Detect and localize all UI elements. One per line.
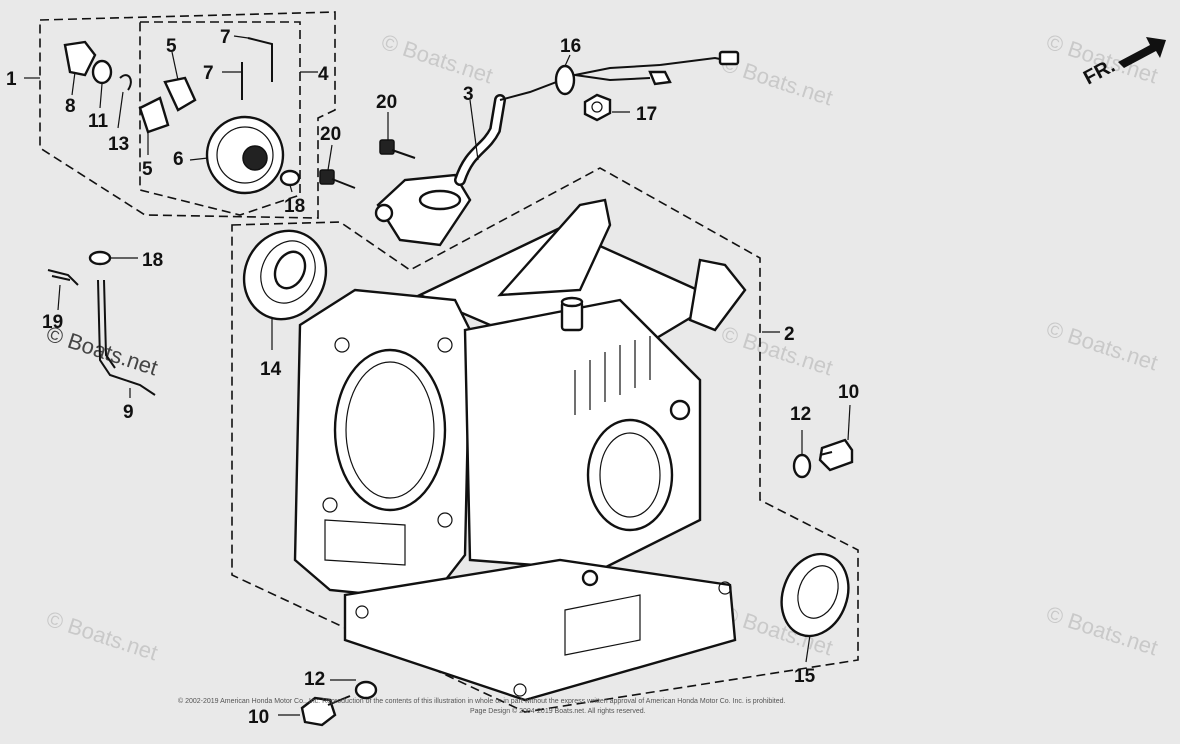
bolt-20-lower (319, 169, 356, 189)
clip-19 (47, 269, 79, 286)
leader-lines (24, 35, 851, 716)
callout-5a: 5 (166, 36, 177, 57)
callout-10a: 10 (838, 382, 859, 403)
callout-14: 14 (260, 359, 282, 380)
callout-13: 13 (108, 134, 129, 155)
callout-5b: 5 (142, 159, 153, 180)
governor-arm-9 (97, 279, 156, 396)
callout-6: 6 (173, 149, 184, 170)
callout-16: 16 (560, 36, 581, 57)
oil-seal-15 (780, 552, 850, 638)
drain-bolt-bottom (300, 680, 378, 727)
callout-7b: 7 (203, 63, 214, 84)
copyright-notice: © 2002-2019 American Honda Motor Co., In… (178, 697, 786, 715)
callout-17: 17 (636, 104, 657, 125)
callout-15: 15 (794, 666, 816, 687)
callout-12a: 12 (790, 404, 811, 425)
callout-7a: 7 (220, 27, 231, 48)
callouts: 1 2 3 4 5 5 6 7 7 8 9 10 10 11 12 12 13 … (6, 27, 859, 728)
watermark: © Boats.net (1043, 316, 1160, 375)
watermark: © Boats.net (718, 321, 835, 380)
callout-11: 11 (88, 111, 109, 132)
watermark: © Boats.net (43, 606, 160, 665)
nut-17 (583, 93, 612, 122)
callout-4: 4 (318, 64, 329, 85)
washer-18 (88, 250, 112, 266)
callout-18b: 18 (142, 250, 163, 271)
callout-9: 9 (123, 402, 134, 423)
drain-bolt-right (792, 438, 854, 479)
bolt-20-upper (379, 139, 416, 159)
watermark: © Boats.net (378, 29, 495, 88)
callout-20a: 20 (376, 92, 397, 113)
callout-10b: 10 (248, 707, 269, 728)
callout-1: 1 (6, 69, 17, 90)
crankcase-block (293, 198, 747, 702)
callout-8: 8 (65, 96, 76, 117)
oil-filler-tube (374, 50, 740, 247)
watermark: © Boats.net (1043, 601, 1160, 660)
bearing-14 (242, 229, 328, 321)
callout-2: 2 (784, 324, 795, 345)
copyright-line-2: Page Design © 2004-2019 Boats.net. All r… (470, 707, 646, 715)
copyright-line-1: © 2002-2019 American Honda Motor Co., In… (178, 697, 786, 705)
governor-assembly (63, 37, 301, 195)
callout-20b: 20 (320, 124, 341, 145)
arrow-icon (1118, 37, 1166, 68)
callout-12b: 12 (304, 669, 325, 690)
callout-18a: 18 (284, 196, 305, 217)
callout-19: 19 (42, 312, 63, 333)
callout-3: 3 (463, 84, 474, 105)
